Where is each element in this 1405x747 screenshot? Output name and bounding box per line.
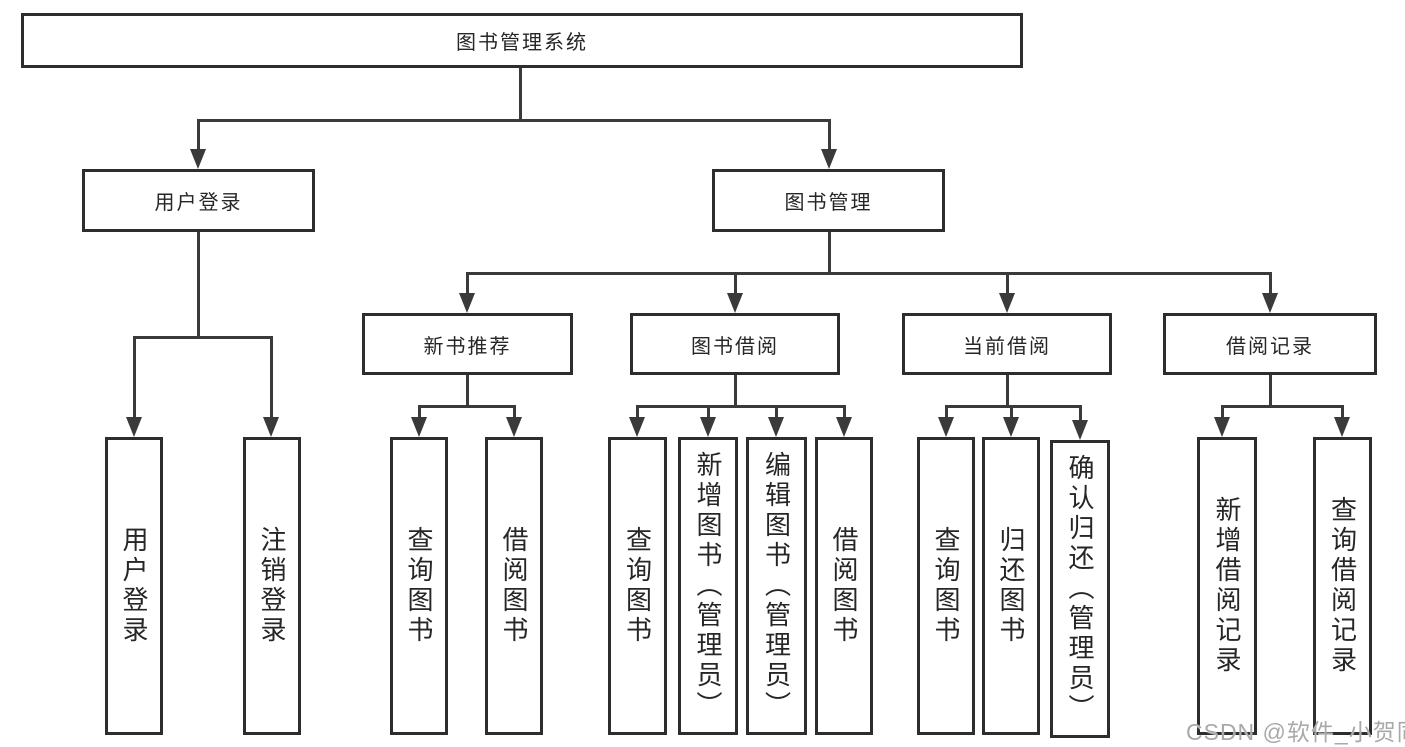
arrow-down-icon (1334, 417, 1350, 437)
connector-line (1010, 405, 1013, 419)
leaf-bb-add-books-label: 新增图书（管理员） (693, 451, 723, 721)
connector-line (707, 405, 710, 419)
connector-line (1079, 405, 1082, 422)
leaf-nb-query-books: 查询图书 (390, 437, 448, 735)
connector-line (1341, 405, 1344, 419)
leaf-user-login: 用户登录 (105, 437, 163, 735)
leaf-logout-label: 注销登录 (257, 526, 287, 646)
leaf-bb-edit-books: 编辑图书（管理员） (746, 437, 807, 735)
node-current-borrow: 当前借阅 (902, 313, 1112, 375)
leaf-cb-query-books: 查询图书 (917, 437, 975, 735)
connector-line (828, 232, 831, 275)
connector-line (945, 405, 1082, 408)
connector-line (519, 68, 522, 120)
node-user-login-label: 用户登录 (154, 192, 243, 214)
node-current-borrow-label: 当前借阅 (963, 335, 1051, 358)
leaf-cb-confirm-return: 确认归还（管理员） (1050, 440, 1110, 738)
connector-line (418, 405, 421, 419)
leaf-user-login-label: 用户登录 (119, 526, 149, 646)
node-new-book-recommend: 新书推荐 (362, 313, 573, 375)
arrow-down-icon (1262, 293, 1278, 313)
connector-line (1269, 272, 1272, 295)
connector-line (197, 232, 200, 339)
leaf-br-add-record: 新增借阅记录 (1197, 437, 1257, 735)
connector-line (513, 405, 516, 419)
leaf-cb-return-books-label: 归还图书 (996, 526, 1026, 646)
arrow-down-icon (1214, 417, 1230, 437)
connector-line (133, 336, 273, 339)
connector-line (466, 272, 469, 295)
arrow-down-icon (938, 417, 954, 437)
arrow-down-icon (459, 293, 475, 313)
arrow-down-icon (263, 417, 279, 437)
leaf-cb-return-books: 归还图书 (982, 437, 1040, 735)
arrow-down-icon (999, 293, 1015, 313)
arrow-down-icon (411, 417, 427, 437)
arrow-down-icon (821, 149, 837, 169)
leaf-nb-borrow-books-label: 借阅图书 (499, 526, 529, 646)
connector-line (636, 405, 846, 408)
connector-line (828, 119, 831, 151)
arrow-down-icon (768, 417, 784, 437)
connector-line (843, 405, 846, 419)
leaf-nb-borrow-books: 借阅图书 (485, 437, 543, 735)
leaf-bb-borrow-books: 借阅图书 (815, 437, 873, 735)
leaf-bb-query-books-label: 查询图书 (622, 526, 653, 646)
leaf-bb-query-books: 查询图书 (608, 437, 667, 735)
arrow-down-icon (126, 417, 142, 437)
node-book-borrow-label: 图书借阅 (691, 335, 779, 358)
arrow-down-icon (836, 417, 852, 437)
leaf-br-query-record: 查询借阅记录 (1313, 437, 1372, 735)
arrow-down-icon (506, 417, 522, 437)
connector-line (1269, 375, 1272, 408)
connector-line (636, 405, 639, 419)
leaf-logout: 注销登录 (243, 437, 301, 735)
node-book-management: 图书管理 (712, 169, 945, 232)
node-root-label: 图书管理系统 (456, 32, 588, 54)
connector-line (1006, 375, 1009, 408)
connector-line (945, 405, 948, 419)
connector-line (270, 336, 273, 419)
arrow-down-icon (700, 417, 716, 437)
arrow-down-icon (629, 417, 645, 437)
connector-line (418, 405, 516, 408)
connector-line (734, 375, 737, 408)
connector-line (466, 375, 469, 408)
connector-line (133, 336, 136, 419)
node-borrow-records: 借阅记录 (1163, 313, 1377, 375)
arrow-down-icon (1072, 420, 1088, 440)
arrow-down-icon (727, 293, 743, 313)
node-book-borrow: 图书借阅 (630, 313, 840, 375)
node-user-login: 用户登录 (82, 169, 315, 232)
leaf-cb-query-books-label: 查询图书 (931, 526, 961, 646)
node-root: 图书管理系统 (21, 13, 1023, 68)
node-borrow-records-label: 借阅记录 (1226, 335, 1314, 358)
leaf-br-query-record-label: 查询借阅记录 (1327, 496, 1358, 676)
leaf-br-add-record-label: 新增借阅记录 (1212, 496, 1242, 676)
connector-line (197, 119, 831, 122)
leaf-bb-add-books: 新增图书（管理员） (678, 437, 738, 735)
connector-line (734, 272, 737, 295)
connector-line (775, 405, 778, 419)
connector-line (197, 119, 200, 151)
arrow-down-icon (1003, 417, 1019, 437)
connector-line (1221, 405, 1344, 408)
leaf-bb-edit-books-label: 编辑图书（管理员） (761, 451, 792, 721)
node-book-management-label: 图书管理 (784, 192, 873, 214)
connector-line (1221, 405, 1224, 419)
leaf-bb-borrow-books-label: 借阅图书 (829, 526, 859, 646)
node-new-book-recommend-label: 新书推荐 (423, 335, 512, 358)
leaf-nb-query-books-label: 查询图书 (404, 526, 434, 646)
csdn-watermark: CSDN @软件_小贺同学 (1186, 719, 1405, 745)
connector-line (466, 272, 1271, 275)
connector-line (1006, 272, 1009, 295)
arrow-down-icon (190, 149, 206, 169)
leaf-cb-confirm-return-label: 确认归还（管理员） (1065, 454, 1095, 724)
